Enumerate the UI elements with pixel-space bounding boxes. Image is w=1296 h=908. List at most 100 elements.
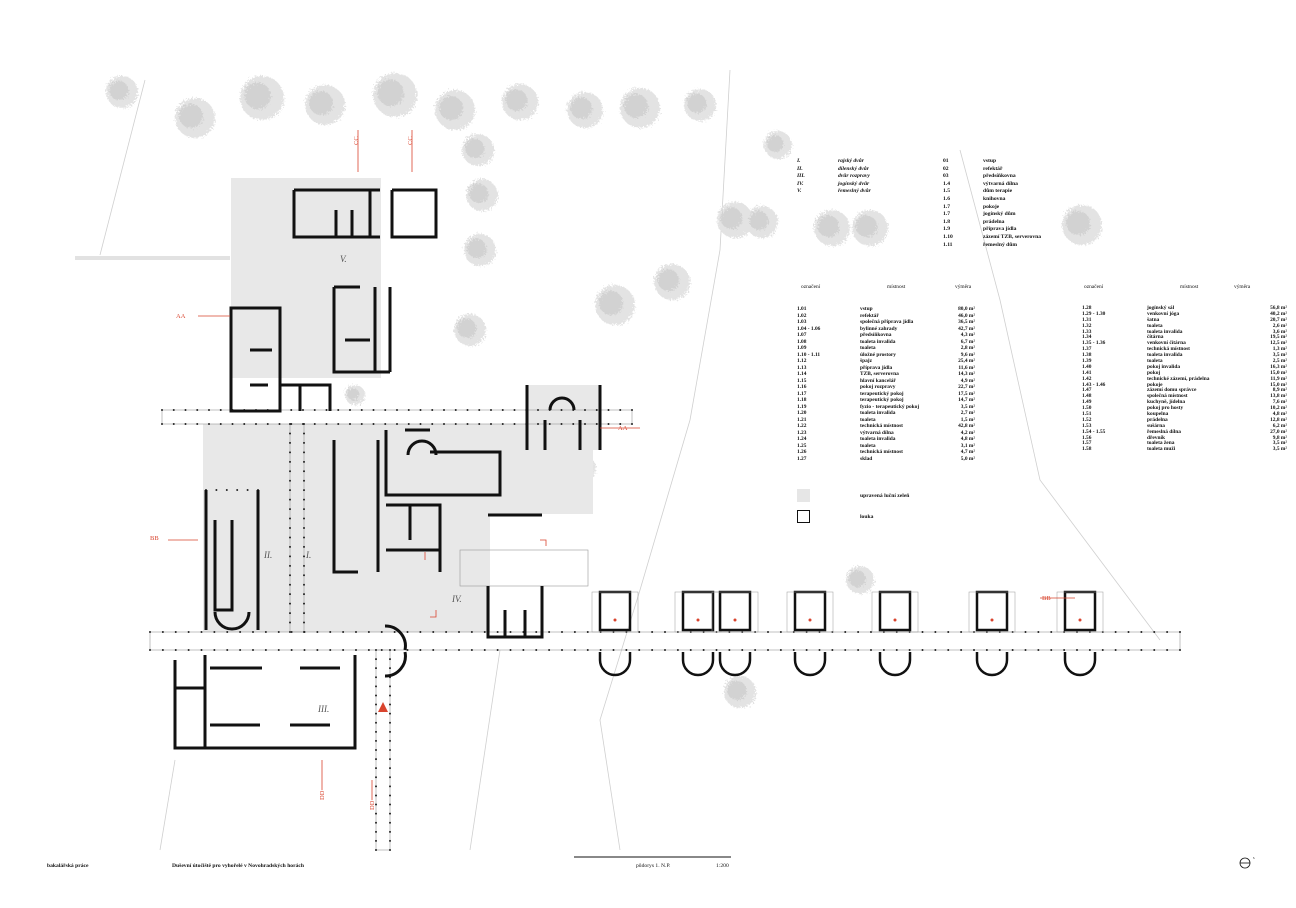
column bbox=[792, 649, 795, 651]
room-code: 1.53 bbox=[1082, 422, 1092, 429]
column bbox=[161, 631, 164, 633]
column bbox=[161, 649, 164, 651]
column bbox=[389, 767, 391, 770]
column bbox=[360, 423, 363, 425]
room-name: toaleta žena bbox=[1147, 440, 1175, 447]
room-row: 1.57 toaleta žena 3,5 m² bbox=[1082, 441, 1287, 447]
column bbox=[187, 631, 190, 633]
column bbox=[586, 649, 589, 651]
function-code: 01 bbox=[943, 158, 949, 164]
section-mark: BB bbox=[1042, 595, 1051, 602]
room-area: 4,8 m² bbox=[1272, 411, 1287, 418]
column bbox=[239, 649, 242, 651]
function-name: pokoje bbox=[983, 203, 1000, 210]
room-code: 1.51 bbox=[1082, 411, 1092, 418]
room-code: 1.57 bbox=[1082, 440, 1092, 447]
column bbox=[337, 409, 340, 411]
stair-towers bbox=[213, 396, 576, 678]
column bbox=[289, 489, 291, 492]
column bbox=[513, 409, 516, 411]
column bbox=[631, 409, 633, 411]
section-mark: AA bbox=[176, 313, 186, 320]
column bbox=[431, 423, 434, 425]
column bbox=[921, 649, 924, 651]
tree-icon bbox=[852, 210, 888, 246]
column bbox=[619, 423, 622, 425]
column bbox=[702, 649, 705, 651]
tree-icon bbox=[502, 84, 538, 120]
column bbox=[375, 658, 377, 661]
room-code: 1.31 bbox=[1082, 316, 1092, 323]
column bbox=[445, 649, 448, 651]
column bbox=[1127, 649, 1130, 651]
room-area: 14,7 m² bbox=[958, 397, 975, 403]
column bbox=[380, 649, 383, 651]
room-name: TZB, serverovna bbox=[860, 371, 899, 377]
column bbox=[1153, 649, 1156, 651]
swatch-meadow bbox=[797, 489, 810, 502]
column bbox=[290, 649, 293, 651]
column bbox=[573, 631, 576, 633]
column bbox=[200, 631, 203, 633]
column bbox=[289, 574, 291, 577]
column bbox=[470, 649, 473, 651]
column bbox=[998, 649, 1001, 651]
header-code: označení bbox=[1084, 284, 1104, 290]
column bbox=[289, 631, 291, 633]
column bbox=[443, 423, 445, 425]
room-code: 1.07 bbox=[797, 332, 807, 338]
column bbox=[1114, 631, 1117, 633]
column bbox=[1037, 631, 1040, 633]
room-name: bylinné zahrady bbox=[860, 325, 898, 332]
column bbox=[501, 423, 504, 425]
function-code: 1.9 bbox=[943, 226, 950, 233]
section-mark: DD bbox=[369, 800, 376, 810]
column bbox=[1076, 649, 1078, 651]
walls bbox=[173, 188, 602, 750]
tree-icon bbox=[373, 73, 417, 117]
room-area: 3,5 m² bbox=[1272, 440, 1287, 447]
column bbox=[389, 667, 391, 670]
room-area: 5,0 m² bbox=[960, 455, 975, 462]
column bbox=[342, 631, 345, 633]
column bbox=[490, 409, 492, 411]
north-arrow-icon: s bbox=[1239, 855, 1255, 869]
column bbox=[252, 649, 254, 651]
column bbox=[303, 508, 305, 511]
column bbox=[443, 409, 445, 411]
column bbox=[625, 649, 628, 651]
column bbox=[172, 409, 175, 411]
column bbox=[1088, 649, 1091, 651]
column bbox=[289, 593, 291, 596]
column bbox=[184, 423, 187, 425]
function-name: dům terapie bbox=[983, 188, 1013, 195]
room-name: zázemí domu správce bbox=[1147, 387, 1197, 394]
column bbox=[302, 409, 304, 411]
column bbox=[184, 409, 187, 411]
tree-icon bbox=[106, 76, 138, 108]
column bbox=[375, 767, 377, 770]
room-name: toaleta invalida bbox=[1147, 328, 1183, 335]
column bbox=[501, 409, 504, 411]
tree-icon bbox=[595, 285, 635, 325]
column bbox=[372, 409, 375, 411]
column bbox=[266, 423, 269, 425]
room-name: řemeslná dílna bbox=[1147, 428, 1181, 435]
tree-icon bbox=[464, 234, 496, 266]
column bbox=[831, 649, 834, 651]
swatch-meadow-label: upravená luční zeleň bbox=[860, 493, 910, 499]
column bbox=[389, 703, 391, 706]
guest-pavilion bbox=[1056, 590, 1104, 677]
